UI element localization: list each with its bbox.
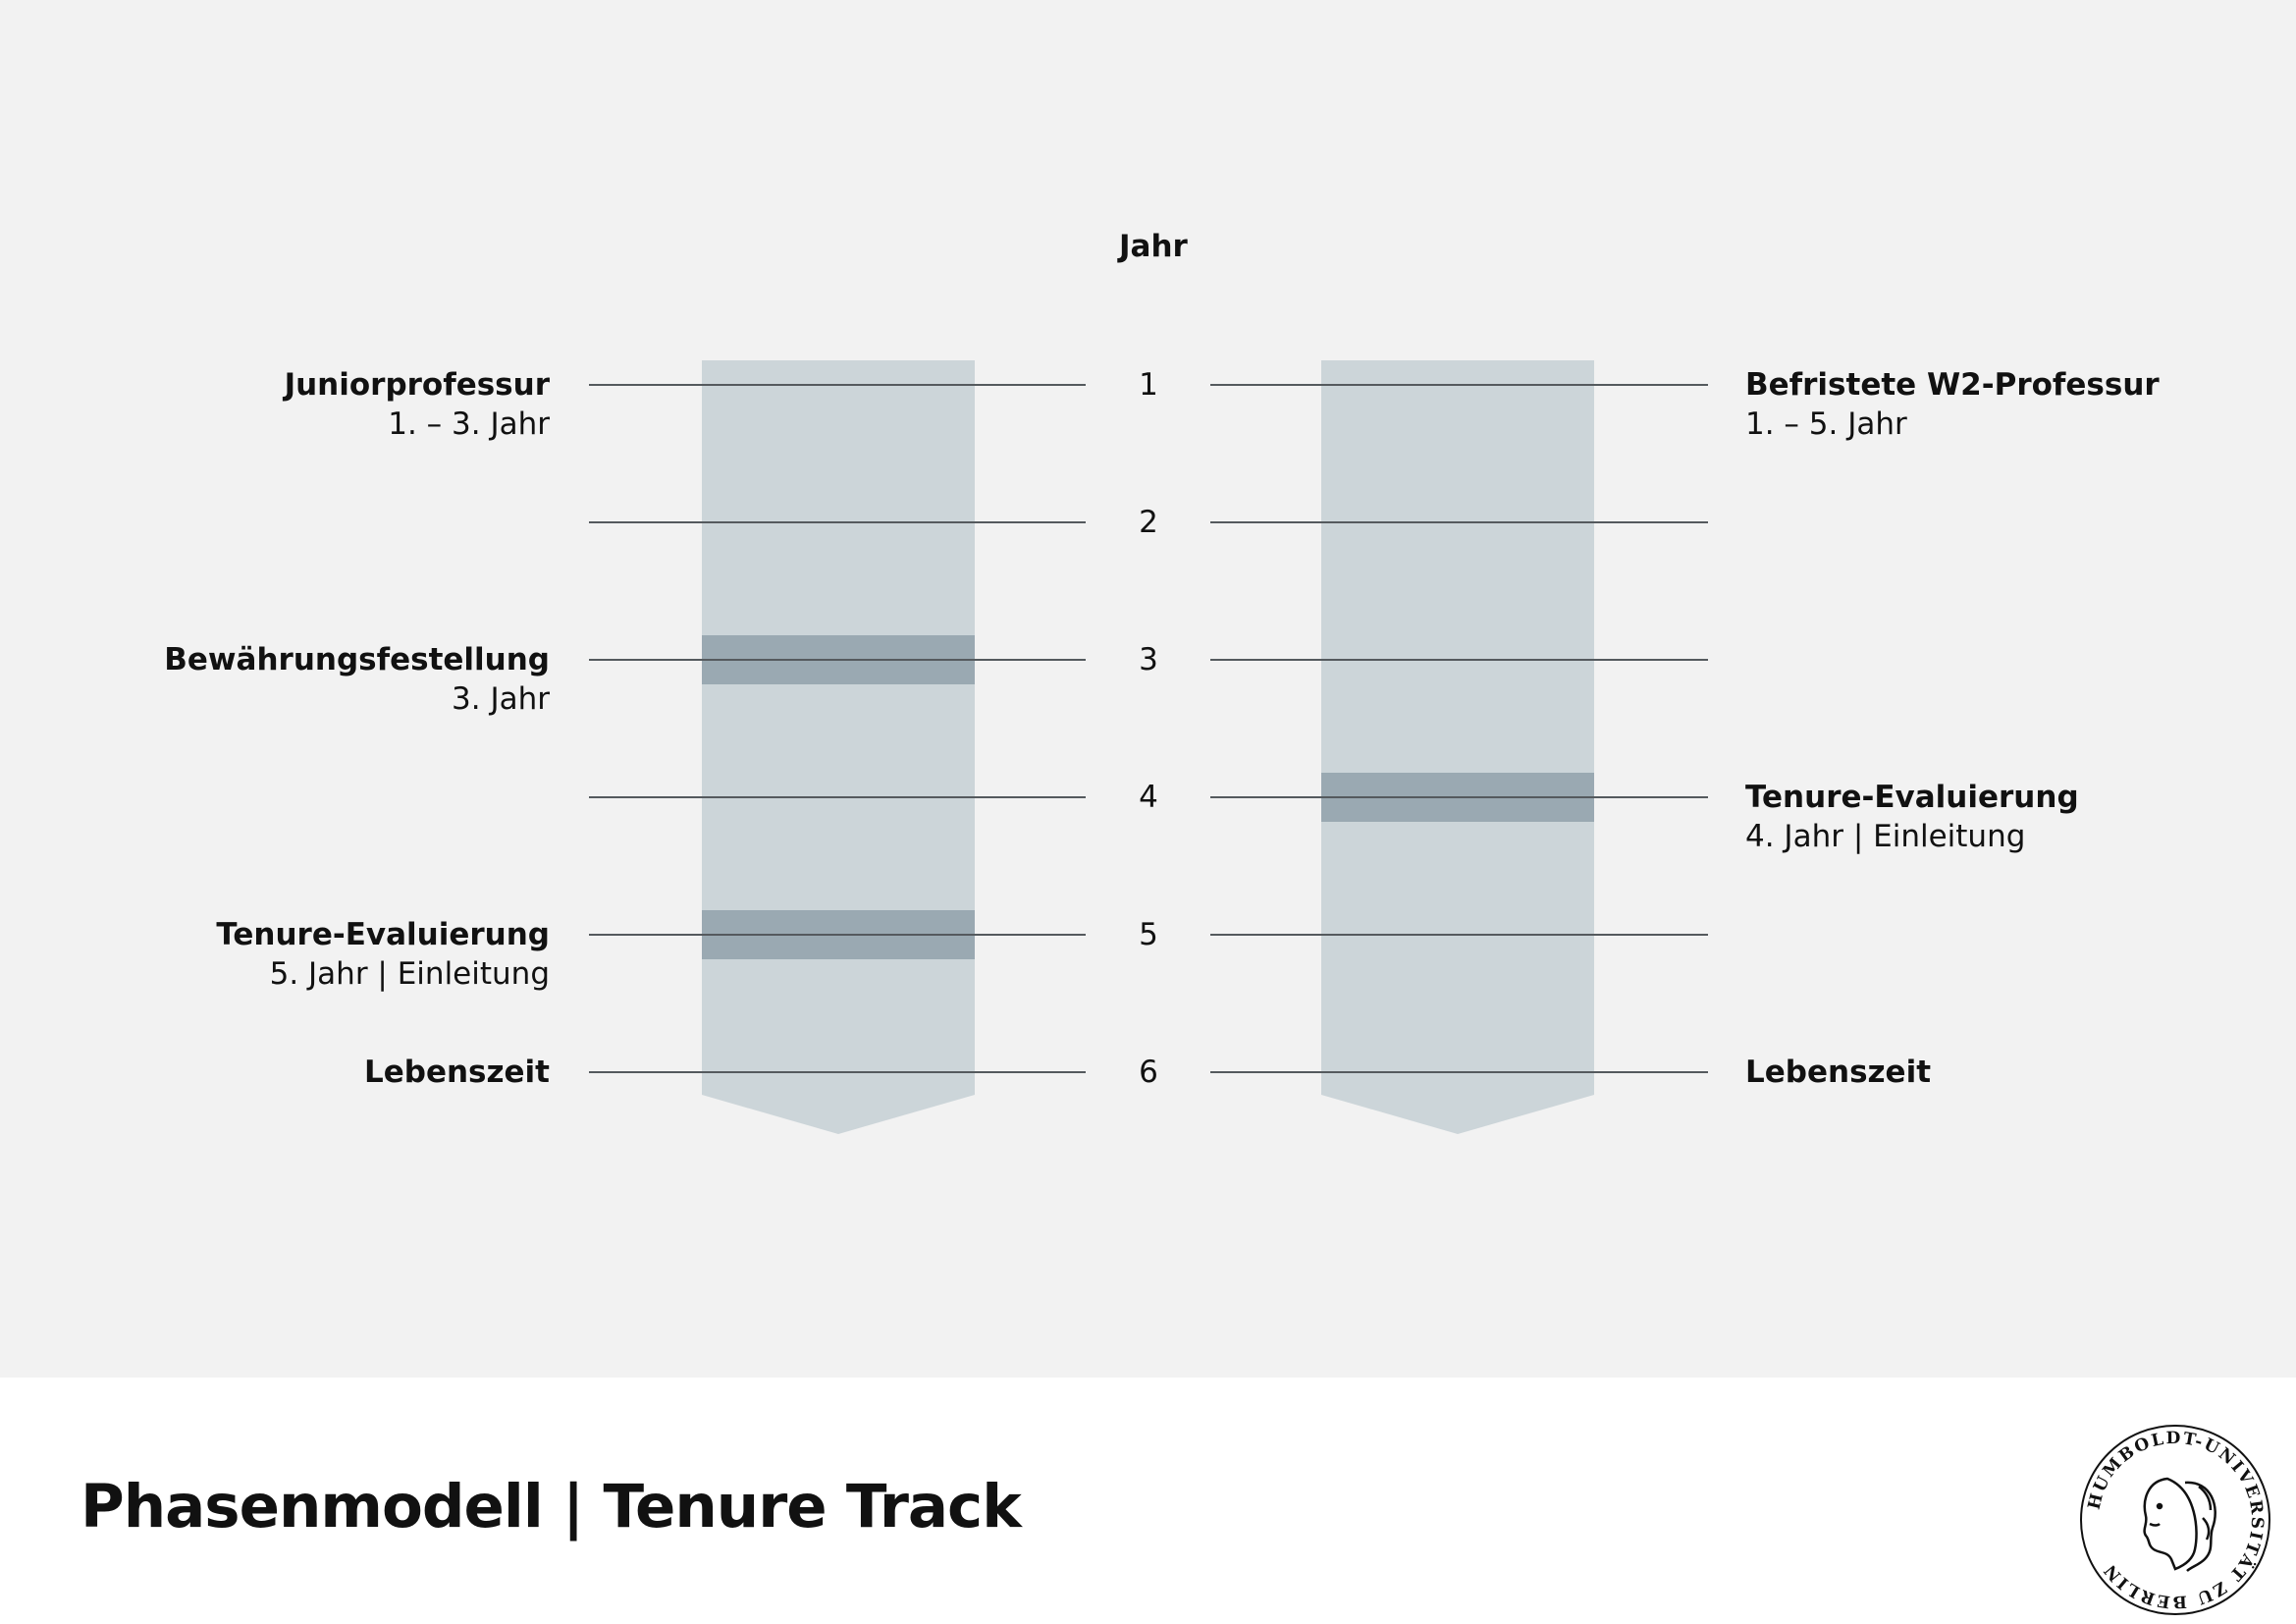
seal-text: HUMBOLDT-UNIVERSITÄT ZU BERLIN: [2085, 1429, 2266, 1611]
milestone-subtitle: 1. – 3. Jahr: [388, 406, 550, 442]
milestone-subtitle: 4. Jahr | Einleitung: [1745, 819, 2026, 854]
right-track-arrow: [1321, 360, 1594, 1134]
year-label-3: 3: [1139, 642, 1158, 677]
university-seal-icon: HUMBOLDT-UNIVERSITÄT ZU BERLIN: [2080, 1425, 2270, 1615]
year-label-1: 1: [1139, 367, 1158, 403]
year-label-4: 4: [1139, 780, 1158, 815]
right-milestone-6: Lebenszeit: [1745, 1053, 1931, 1092]
left-track-arrow: [702, 360, 975, 1134]
seal-portraits: [2143, 1477, 2216, 1572]
milestone-subtitle: 1. – 5. Jahr: [1745, 406, 1907, 442]
milestone-title: Juniorprofessur: [284, 367, 550, 403]
milestone-title: Tenure-Evaluierung: [216, 917, 550, 952]
left-milestone-3: Bewährungsfestellung 3. Jahr: [164, 640, 550, 719]
milestone-subtitle: 3. Jahr: [452, 681, 550, 717]
milestone-title: Tenure-Evaluierung: [1745, 780, 2079, 815]
svg-text:HUMBOLDT-UNIVERSITÄT ZU BERLIN: HUMBOLDT-UNIVERSITÄT ZU BERLIN: [2085, 1429, 2268, 1611]
milestone-title: Befristete W2-Professur: [1745, 367, 2160, 403]
milestone-title: Lebenszeit: [363, 1055, 550, 1090]
year-label-2: 2: [1139, 505, 1158, 540]
milestone-subtitle: 5. Jahr | Einleitung: [269, 956, 550, 992]
phase-diagram: [589, 360, 1708, 1134]
milestone-title: Lebenszeit: [1745, 1055, 1932, 1090]
right-milestone-4: Tenure-Evaluierung 4. Jahr | Einleitung: [1745, 778, 2079, 856]
left-milestone-6: Lebenszeit: [364, 1053, 550, 1092]
axis-label: Jahr: [1119, 229, 1188, 264]
year-label-5: 5: [1139, 917, 1158, 952]
page-title: Phasenmodell | Tenure Track: [80, 1472, 1022, 1542]
year-label-6: 6: [1139, 1055, 1158, 1090]
milestone-title: Bewährungsfestellung: [164, 642, 550, 677]
left-milestone-5: Tenure-Evaluierung 5. Jahr | Einleitung: [216, 915, 550, 994]
